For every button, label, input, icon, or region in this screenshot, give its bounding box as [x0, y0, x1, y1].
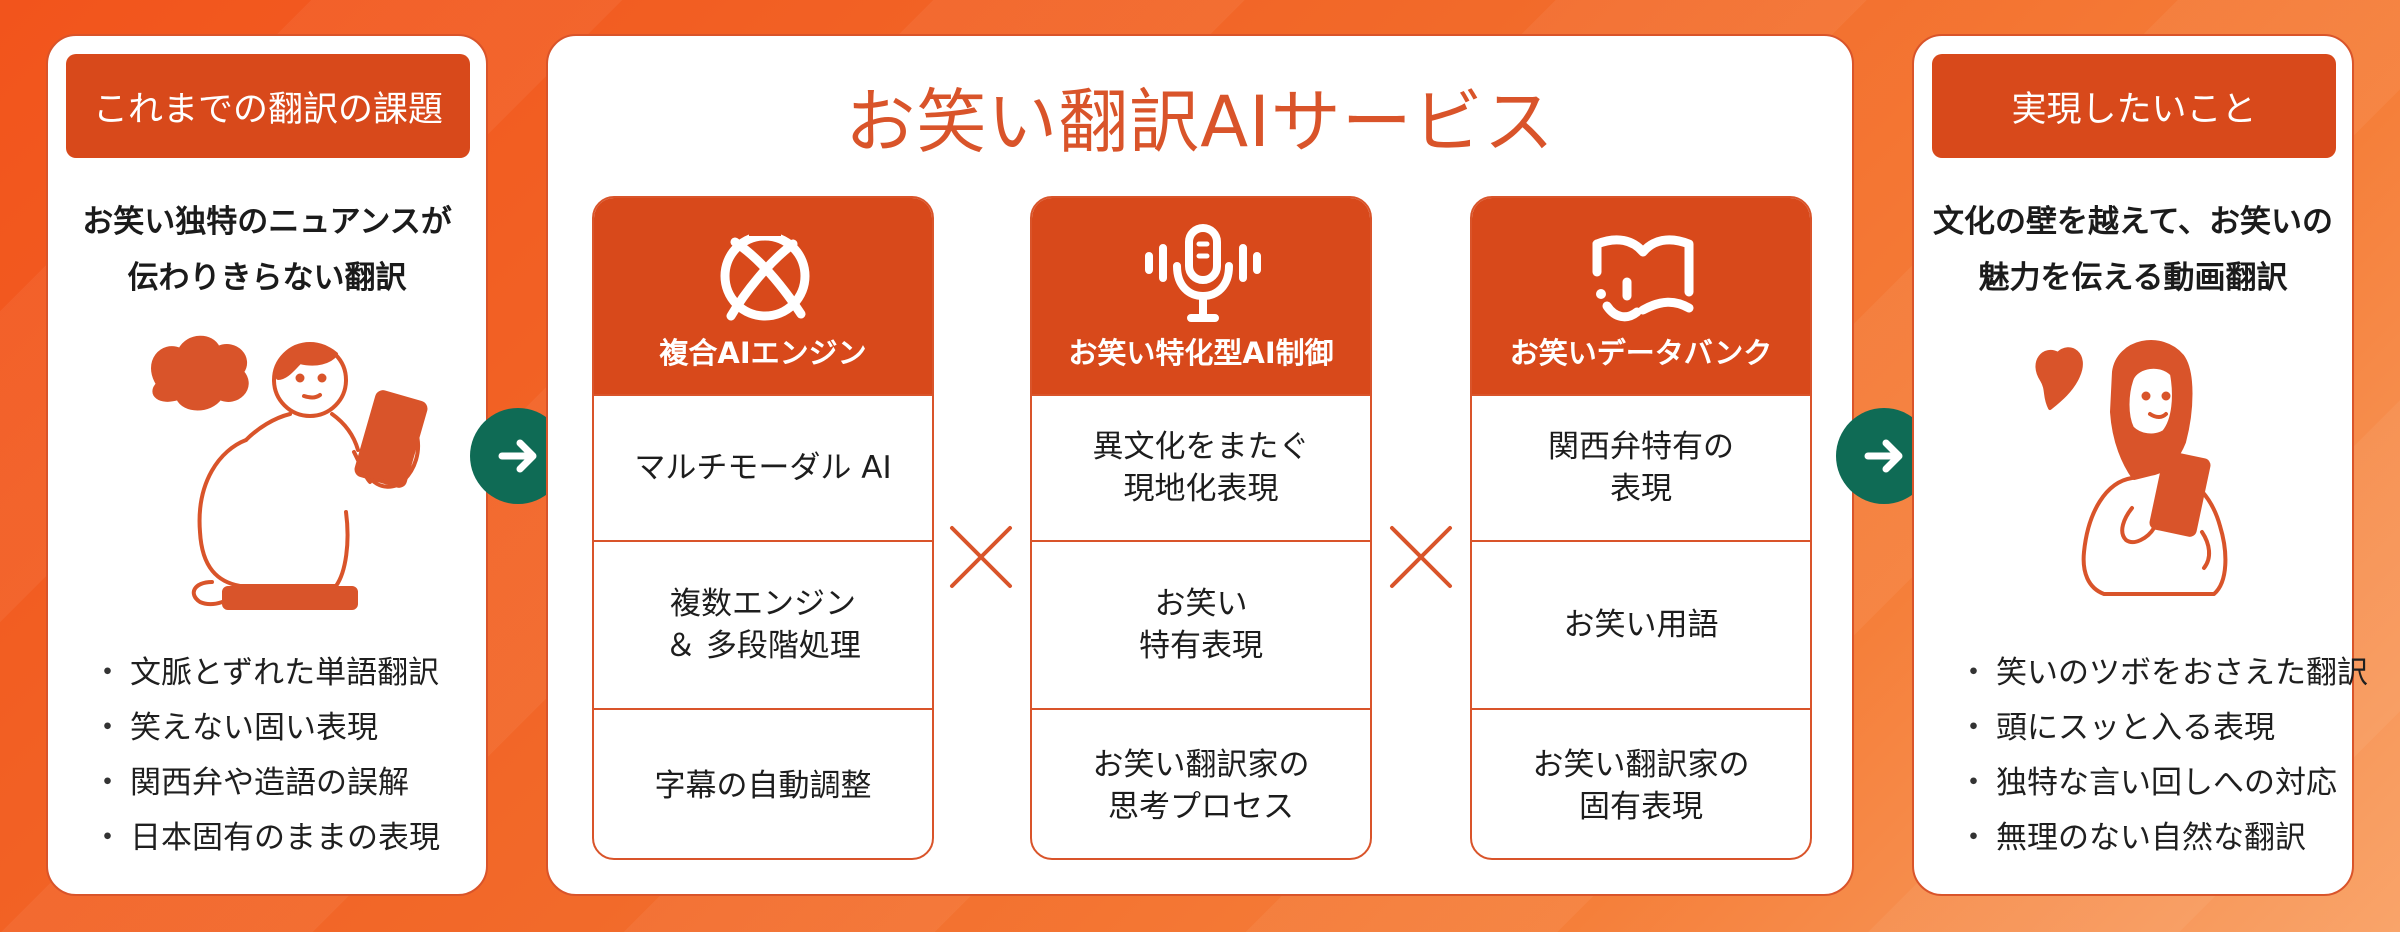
- list-item: ・独特な言い回しへの対応: [1958, 765, 2337, 801]
- column-header: お笑いデータバンク: [1472, 198, 1810, 394]
- column-header: お笑い特化型AI制御: [1032, 198, 1370, 394]
- goals-title: 文化の壁を越えて、お笑いの 魅力を伝える動画翻訳: [1914, 194, 2352, 306]
- column-header: 複合AIエンジン: [594, 198, 932, 394]
- challenges-header: これまでの翻訳の課題: [66, 54, 470, 158]
- challenges-panel: これまでの翻訳の課題 お笑い独特のニュアンスが 伝わりきらない翻訳 ・文脈とずれ…: [46, 34, 488, 896]
- feature-cell: 字幕の自動調整: [594, 708, 932, 858]
- feature-cell: お笑い 特有表現: [1032, 540, 1370, 708]
- list-item: ・笑いのツボをおさえた翻訳: [1958, 655, 2368, 691]
- happy-person-illustration: [2035, 340, 2228, 596]
- smiling-book-icon: [1592, 235, 1694, 322]
- list-item: ・笑えない固い表現: [92, 710, 378, 746]
- column-title: 複合AIエンジン: [659, 336, 867, 370]
- list-item: ・文脈とずれた単語翻訳: [92, 655, 440, 691]
- service-panel: お笑い翻訳AIサービス 複合AIエンジン マルチモーダル AI 複数エンジン ＆…: [546, 34, 1854, 896]
- list-item: ・日本固有のままの表現: [92, 820, 440, 856]
- column-title: お笑い特化型AI制御: [1068, 336, 1334, 370]
- feature-cell: 関西弁特有の 表現: [1472, 394, 1810, 540]
- list-item: ・頭にスッと入る表現: [1958, 710, 2275, 746]
- column-comedy-ai-control: お笑い特化型AI制御 異文化をまたぐ 現地化表現 お笑い 特有表現 お笑い翻訳家…: [1030, 196, 1372, 860]
- list-item: ・無理のない自然な翻訳: [1958, 820, 2306, 856]
- service-title: お笑い翻訳AIサービス: [845, 81, 1555, 163]
- multiply-icon: [950, 526, 1012, 588]
- challenges-title-line-2: 伝わりきらない翻訳: [127, 260, 407, 296]
- microphone-icon: [1145, 224, 1261, 322]
- challenges-title-line-1: お笑い独特のニュアンスが: [82, 204, 452, 240]
- atom-orbit-icon: [720, 222, 810, 321]
- feature-cell: お笑い翻訳家の 思考プロセス: [1032, 708, 1370, 858]
- feature-cell: 複数エンジン ＆ 多段階処理: [594, 540, 932, 708]
- goals-panel: 実現したいこと 文化の壁を越えて、お笑いの 魅力を伝える動画翻訳 ・笑いのツボを…: [1912, 34, 2368, 896]
- feature-cell: お笑い用語: [1472, 540, 1810, 708]
- feature-cell: マルチモーダル AI: [594, 394, 932, 540]
- column-multi-ai-engine: 複合AIエンジン マルチモーダル AI 複数エンジン ＆ 多段階処理 字幕の自動…: [592, 196, 934, 860]
- goals-title-line-1: 文化の壁を越えて、お笑いの: [1933, 204, 2333, 240]
- column-comedy-databank: お笑いデータバンク 関西弁特有の 表現 お笑い用語 お笑い翻訳家の 固有表現: [1470, 196, 1812, 860]
- list-item: ・関西弁や造語の誤解: [92, 765, 409, 801]
- confused-person-illustration: [151, 335, 428, 610]
- multiply-icon: [1390, 526, 1452, 588]
- goals-header: 実現したいこと: [1932, 54, 2336, 158]
- goals-list: ・笑いのツボをおさえた翻訳 ・頭にスッと入る表現 ・独特な言い回しへの対応 ・無…: [1958, 646, 2368, 866]
- challenges-title: お笑い独特のニュアンスが 伝わりきらない翻訳: [48, 194, 486, 306]
- challenges-list: ・文脈とずれた単語翻訳 ・笑えない固い表現 ・関西弁や造語の誤解 ・日本固有のま…: [92, 646, 440, 866]
- goals-title-line-2: 魅力を伝える動画翻訳: [1978, 260, 2288, 296]
- feature-cell: お笑い翻訳家の 固有表現: [1472, 708, 1810, 858]
- feature-cell: 異文化をまたぐ 現地化表現: [1032, 394, 1370, 540]
- column-title: お笑いデータバンク: [1509, 336, 1773, 370]
